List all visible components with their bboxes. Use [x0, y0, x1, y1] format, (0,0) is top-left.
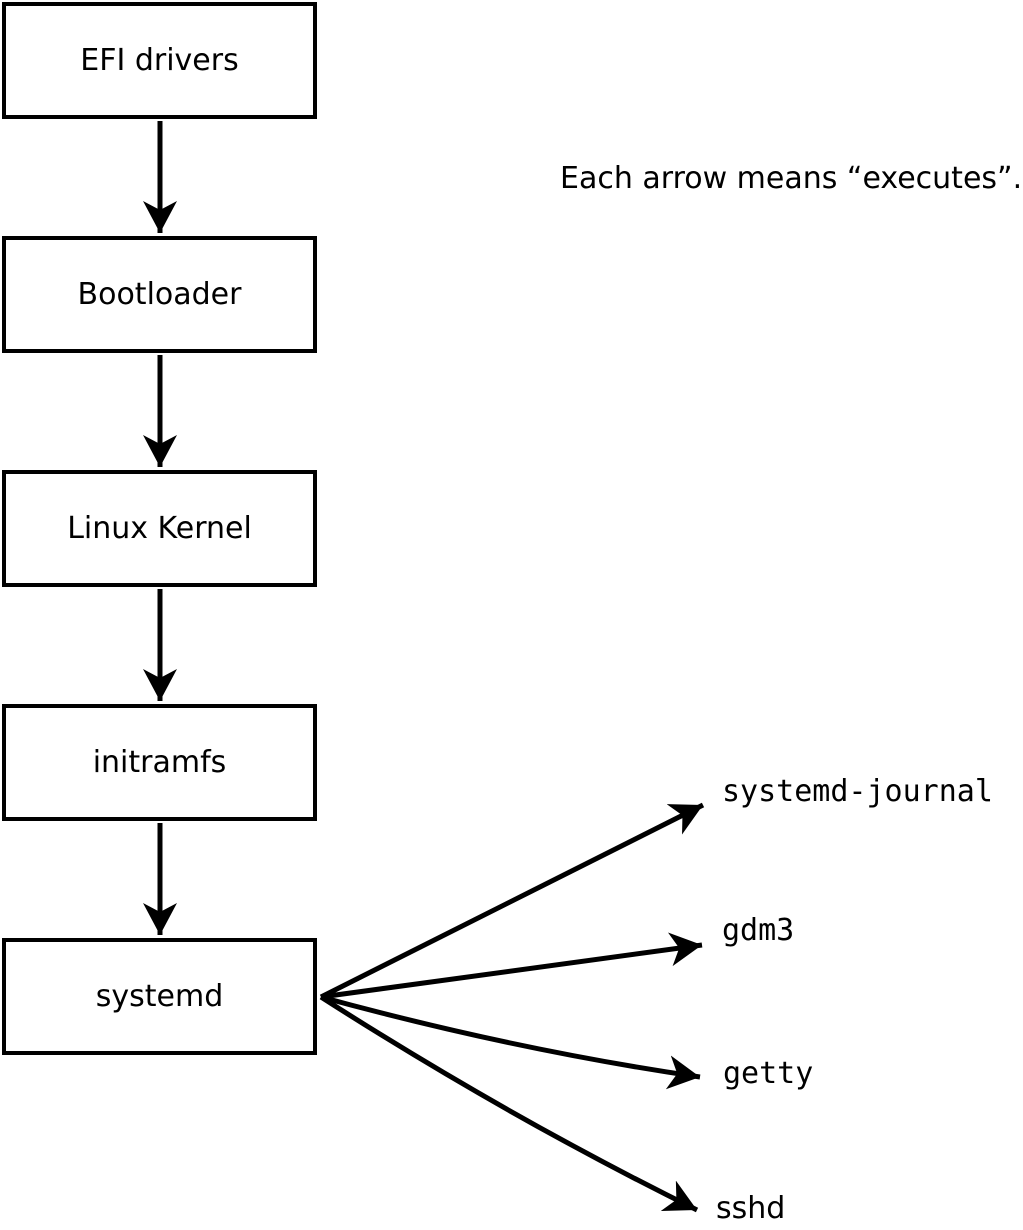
box-linux-kernel-label: Linux Kernel [67, 510, 252, 546]
box-linux-kernel: Linux Kernel [2, 470, 317, 587]
arrow-systemd-to-sshd [319, 994, 699, 1213]
box-efi-drivers: EFI drivers [2, 2, 317, 119]
diagram-caption: Each arrow means “executes”. [560, 161, 1023, 196]
arrow-systemd-to-journal [319, 802, 705, 1000]
arrow-systemd-to-getty [320, 994, 701, 1090]
label-systemd-journal: systemd-journal [722, 774, 993, 809]
box-systemd-label: systemd [95, 978, 224, 1014]
label-gdm3: gdm3 [722, 913, 795, 948]
box-bootloader-label: Bootloader [77, 276, 242, 312]
box-bootloader: Bootloader [2, 236, 317, 353]
arrow-systemd-to-gdm3 [320, 932, 703, 1000]
box-efi-drivers-label: EFI drivers [80, 42, 239, 78]
label-getty: getty [723, 1056, 814, 1091]
box-initramfs-label: initramfs [92, 744, 227, 780]
box-initramfs: initramfs [2, 704, 317, 821]
box-systemd: systemd [2, 938, 317, 1055]
label-sshd: sshd [716, 1191, 786, 1226]
